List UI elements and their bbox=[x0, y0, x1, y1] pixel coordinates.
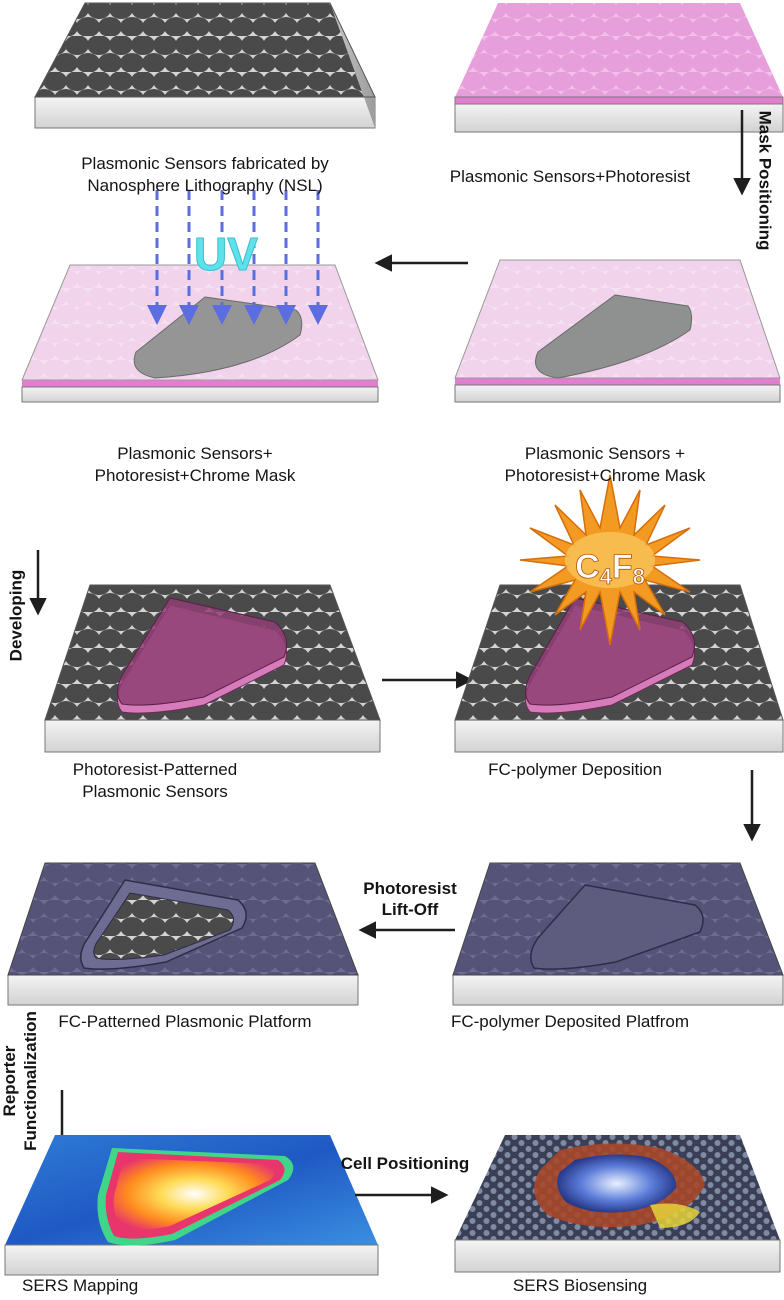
c4f8-n1: 4 bbox=[600, 564, 613, 589]
uv-arrows bbox=[147, 190, 328, 325]
c4f8-n2: 8 bbox=[633, 564, 645, 589]
slab-mask-uv bbox=[21, 264, 379, 403]
slab-sers-mapping bbox=[4, 1135, 379, 1276]
step-photoresist-liftoff: Photoresist Lift-Off bbox=[363, 879, 457, 919]
caption-sers-mapping: SERS Mapping bbox=[22, 1276, 139, 1295]
slab-photoresist-patterned bbox=[44, 584, 381, 753]
caption-fc-patterned: FC-Patterned Plasmonic Platform bbox=[58, 1012, 312, 1031]
slab-sers-biosensing bbox=[454, 1135, 781, 1273]
step-mask-positioning: Mask Positioning bbox=[755, 110, 775, 251]
c4f8-label: C4F8 bbox=[575, 548, 645, 589]
step-developing: Developing bbox=[6, 569, 26, 662]
caption-photoresist: Plasmonic Sensors+Photoresist bbox=[449, 167, 691, 186]
caption-mask-right: Plasmonic Sensors +Photoresist+Chrome Ma… bbox=[504, 444, 706, 485]
slab-mask bbox=[454, 259, 781, 403]
slab-photoresist bbox=[454, 3, 784, 133]
slab-nsl-sensors bbox=[34, 2, 376, 129]
step-reporter-functionalization: Reporter Functionalization bbox=[0, 1011, 40, 1151]
c4f8-c: C bbox=[575, 548, 600, 586]
c4f8-f: F bbox=[612, 548, 633, 586]
c4f8-burst bbox=[519, 474, 701, 646]
caption-fc-deposition: FC-polymer Deposition bbox=[488, 760, 662, 779]
step-cell-positioning: Cell Positioning bbox=[340, 1154, 470, 1173]
slab-fc-deposited bbox=[452, 862, 784, 1006]
slab-fc-patterned bbox=[7, 862, 359, 1006]
slab-fc-deposition bbox=[454, 584, 784, 753]
caption-sers-biosensing: SERS Biosensing bbox=[512, 1276, 648, 1295]
uv-label: UV bbox=[194, 228, 258, 280]
caption-mask-left: Plasmonic Sensors+Photoresist+Chrome Mas… bbox=[94, 444, 296, 485]
caption-fc-deposited: FC-polymer Deposited Platfrom bbox=[450, 1012, 690, 1031]
